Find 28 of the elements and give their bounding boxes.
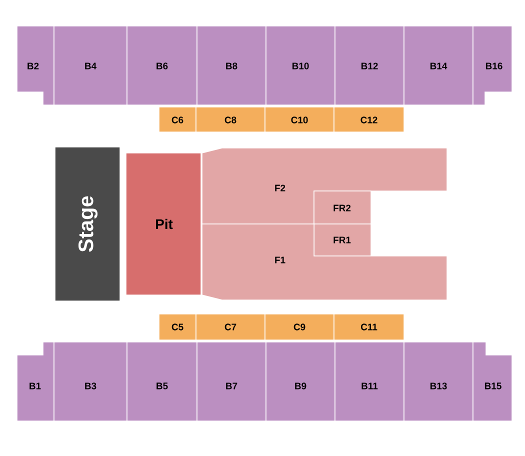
seating-section: C12 [334,106,404,132]
seating-section: B9 [266,342,336,422]
seating-section: C5 [158,314,196,340]
seating-section: B5 [126,342,198,422]
seating-section: B14 [404,26,474,106]
seating-section: B3 [54,342,128,422]
seating-section: B13 [404,342,474,422]
seating-section: B2 [16,26,54,106]
seating-section: FR2 [314,190,372,224]
seating-section: FR1 [314,224,372,256]
seating-section: B6 [126,26,198,106]
seating-section: C7 [196,314,266,340]
seating-section: C11 [334,314,404,340]
seating-section: C10 [264,106,334,132]
seating-section: B1 [16,342,54,422]
seating-section: C9 [264,314,334,340]
seating-section: B15 [472,342,512,422]
seating-section: B7 [196,342,266,422]
seating-section: B4 [54,26,128,106]
seating-section: Stage [54,146,120,302]
seating-section: B12 [334,26,404,106]
seating-section: C6 [158,106,196,132]
seating-section: B11 [334,342,404,422]
seating-section: B10 [266,26,336,106]
seating-section: C8 [196,106,266,132]
seating-section: B16 [472,26,512,106]
seating-section: B8 [196,26,266,106]
seating-section: Pit [126,152,202,296]
